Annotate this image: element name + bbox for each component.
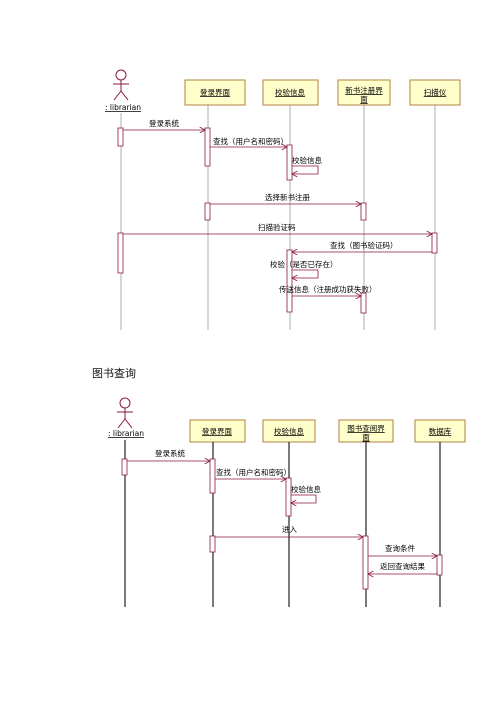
sequence-diagram-new-book-registration: : librarian 登录界面 校验信息 新书注册界面 扫描仪 [0,0,500,345]
object-scanner: 扫描仪 [409,79,461,106]
object-verify-info: 校验信息 [262,419,316,443]
message-label: 扫描验证码 [258,222,296,232]
object-new-book-ui: 新书注册界面 [337,79,391,106]
message-label: 返回查询结果 [380,561,425,571]
object-label: 校验信息 [275,87,305,97]
object-label: 登录界面 [202,426,232,436]
actor-librarian-icon [117,397,133,429]
object-label: 校验信息 [274,426,304,436]
message-label: 登录系统 [155,448,185,458]
message-label: 传送信息（注册成功获失败） [279,284,377,294]
message-label: 登录系统 [149,118,179,128]
object-login-ui: 登录界面 [189,419,246,443]
message-arrows [123,130,432,296]
activation-bars [121,458,443,590]
message-label: 选择新书注册 [265,192,310,202]
object-label: 扫描仪 [424,87,447,97]
message-label: 查询条件 [385,543,415,553]
sequence-diagram-1-canvas: : librarian 登录界面 校验信息 新书注册界面 扫描仪 [105,69,461,330]
lifelines [124,440,441,607]
message-label: 校验信息 [291,484,321,494]
activation-bars [117,127,438,314]
sequence-diagram-book-search: : librarian 登录界面 校验信息 图书查阅界面 数据库 [0,345,500,708]
message-label: 查找（图书验证码） [330,240,398,250]
message-label: 进入 [282,525,297,534]
object-label: 登录界面 [200,87,230,97]
object-book-search-ui: 图书查阅界面 [338,419,394,443]
object-label: 图书查阅界面 [347,423,385,442]
message-arrows [127,461,437,574]
message-label: 校验信息 [292,155,322,165]
message-label: 校验（是否已存在） [270,259,338,269]
object-label: 数据库 [429,426,452,436]
actor-label: : librarian [105,103,141,112]
actor-librarian-icon [113,69,129,101]
actor-label: : librarian [108,429,144,438]
object-database: 数据库 [414,419,466,443]
message-label: 查找（用户名和密码） [213,136,288,146]
section-title: 图书查询 [92,367,136,380]
message-label: 查找（用户名和密码） [216,467,291,477]
sequence-diagram-2-canvas: : librarian 登录界面 校验信息 图书查阅界面 数据库 [108,397,466,607]
object-login-ui: 登录界面 [184,79,246,106]
object-label: 新书注册界面 [345,85,383,104]
object-verify-info: 校验信息 [262,79,319,106]
